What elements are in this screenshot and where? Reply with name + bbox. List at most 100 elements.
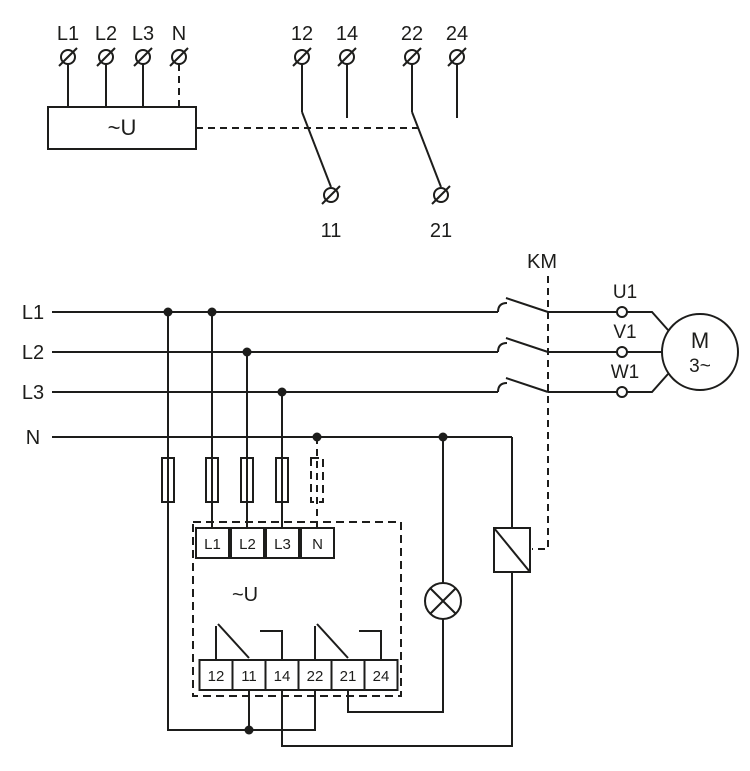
terminal-slash-icon	[431, 185, 451, 205]
supply-terminal-l1: L1	[57, 23, 79, 107]
motor-phases: 3~	[689, 356, 711, 377]
wire-coil-feed	[281, 572, 513, 747]
fuse-icon	[205, 457, 219, 503]
junction-dot	[312, 432, 322, 442]
terminal-box	[363, 659, 399, 691]
wire-w1-to-motor	[627, 373, 669, 393]
junction-dot	[277, 387, 287, 397]
relay-output-terminals: 12 11 14 22 21 24	[198, 659, 399, 691]
terminal-label: 12	[208, 668, 225, 685]
main-circuit: L1 L2 L3 N	[22, 251, 739, 747]
motor-circle	[661, 313, 739, 391]
power-line-label: L1	[22, 302, 44, 324]
terminal-slash-icon	[96, 47, 116, 67]
terminal-slash-icon	[447, 47, 467, 67]
terminal-label: N	[172, 23, 186, 45]
contact-group-1: 12 14 11	[291, 23, 358, 242]
contactor-coil-icon	[493, 527, 531, 573]
lamp-cross-line	[429, 587, 457, 615]
fuse-icon	[275, 457, 289, 503]
relay-device-label: ~U	[232, 584, 258, 606]
wire-lamp-feed	[347, 619, 444, 713]
terminal-box	[265, 527, 300, 559]
terminal-label: 22	[307, 668, 324, 685]
fixed-contact-arc	[497, 302, 508, 313]
power-line-label: N	[26, 427, 40, 449]
power-line-label: L3	[22, 382, 44, 404]
fixed-contact-arc	[497, 342, 508, 353]
contact-blade	[505, 377, 549, 393]
fuse-optional-dashed-icon	[310, 457, 324, 503]
terminal-label: 14	[274, 668, 291, 685]
motor-letter: M	[691, 328, 709, 353]
motor-icon: M 3~	[661, 313, 739, 391]
connection-point-icon	[616, 306, 628, 318]
terminal-label: 11	[321, 220, 342, 242]
relay-contact-1	[215, 623, 283, 660]
relay-contact-2	[314, 623, 382, 660]
contactor-label: KM	[527, 251, 557, 273]
terminal-label: L2	[95, 23, 117, 45]
terminal-label: 21	[430, 220, 452, 242]
terminal-slash-icon	[337, 47, 357, 67]
wire-control-feed	[167, 312, 316, 731]
connection-point-icon	[616, 346, 628, 358]
contactor-contact-l2	[497, 337, 617, 353]
junction-dot	[207, 307, 217, 317]
supply-terminal-n: N	[169, 23, 189, 107]
contact-blade	[411, 111, 442, 188]
power-line-label: L2	[22, 342, 44, 364]
terminal-label: 11	[241, 668, 257, 685]
contact-pad-24	[359, 630, 382, 660]
contactor-contact-l1	[497, 297, 617, 313]
terminal-label: L1	[204, 536, 221, 553]
terminal-box	[300, 527, 335, 559]
terminal-label: 24	[446, 23, 468, 45]
terminal-label: L2	[239, 536, 256, 553]
terminal-slash-icon	[321, 185, 341, 205]
contact-blade	[505, 337, 549, 353]
device-label: ~U	[108, 115, 137, 140]
contact-blade	[301, 111, 332, 188]
terminal-slash-icon	[292, 47, 312, 67]
contact-blade	[505, 297, 549, 313]
terminal-slash-icon	[58, 47, 78, 67]
relay-enclosure-dashed	[192, 521, 402, 697]
terminal-box	[230, 527, 265, 559]
device-box	[47, 106, 197, 150]
wire-u1-to-motor	[627, 311, 669, 331]
motor-terminal-label: W1	[611, 362, 640, 383]
terminal-label: 14	[336, 23, 358, 45]
supply-terminal-l2: L2	[95, 23, 117, 107]
motor-terminal-label: V1	[613, 322, 636, 343]
fuse-icon	[161, 457, 175, 503]
contactor-contact-l3	[497, 377, 617, 393]
contact-group-2: 22 24 21	[401, 23, 468, 242]
supply-terminal-l3: L3	[132, 23, 154, 107]
terminal-label: N	[312, 536, 323, 553]
terminal-label: 12	[291, 23, 313, 45]
signal-lamp-icon	[424, 582, 462, 620]
fixed-contact-arc	[497, 382, 508, 393]
terminal-slash-icon	[402, 47, 422, 67]
motor-terminal-label: U1	[613, 282, 637, 303]
terminal-label: 24	[373, 668, 390, 685]
fuse-icon	[240, 457, 254, 503]
contactor-link-dashed	[532, 276, 549, 550]
relay-input-terminals: L1 L2 L3 N	[195, 527, 335, 559]
terminal-slash-icon	[133, 47, 153, 67]
contact-blade	[217, 623, 250, 659]
terminal-label: L1	[57, 23, 79, 45]
coil-diagonal	[493, 527, 531, 573]
top-schematic: L1 L2 L3 N ~U 12	[47, 23, 468, 242]
junction-dot	[242, 347, 252, 357]
junction-dot	[163, 307, 173, 317]
terminal-label: L3	[274, 536, 291, 553]
terminal-label: 22	[401, 23, 423, 45]
junction-dot	[244, 725, 254, 735]
connection-point-icon	[616, 386, 628, 398]
terminal-label: L3	[132, 23, 154, 45]
terminal-box	[195, 527, 230, 559]
